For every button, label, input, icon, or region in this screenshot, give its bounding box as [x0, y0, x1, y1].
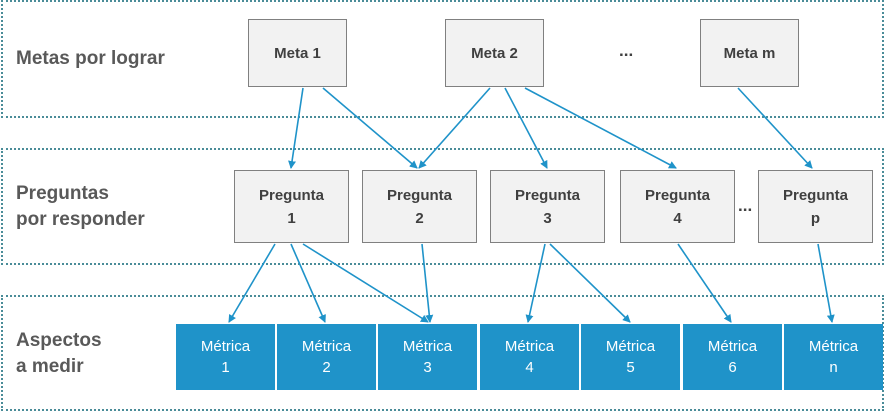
arrow-goal2-q2	[418, 87, 491, 169]
metric-box-6: Métrica 6	[683, 324, 782, 390]
band-label-metrics-line1: Aspectos	[16, 330, 102, 351]
goal-label: Meta 1	[274, 44, 321, 62]
metric-line1: Métrica	[402, 338, 453, 355]
band-label-metrics: Aspectos a medir	[16, 328, 102, 380]
question-box-3: Pregunta 3	[490, 170, 605, 243]
goal-box-m: Meta m	[700, 19, 799, 87]
question-box-4: Pregunta 4	[620, 170, 735, 243]
question-line2: 3	[543, 209, 552, 227]
metric-line2: 2	[322, 359, 331, 376]
arrow-qp-mn	[817, 243, 835, 323]
metric-box-4: Métrica 4	[480, 324, 579, 390]
metric-line2: 3	[423, 359, 432, 376]
arrow-goal2-q3	[504, 87, 548, 169]
band-label-questions-line2: por responder	[16, 209, 145, 230]
metric-line2: 1	[221, 359, 230, 376]
band-label-questions-line1: Preguntas	[16, 183, 109, 204]
arrow-q4-m6	[677, 243, 732, 323]
metric-box-5: Métrica 5	[581, 324, 680, 390]
band-metrics	[1, 295, 884, 411]
arrow-q1-m2	[290, 243, 326, 323]
band-questions	[1, 148, 884, 265]
question-line1: Pregunta	[644, 186, 710, 204]
metric-box-3: Métrica 3	[378, 324, 477, 390]
arrow-goal1-q2	[322, 87, 418, 169]
goals-ellipsis: ...	[619, 41, 634, 60]
arrow-goalm-qp	[737, 87, 813, 169]
question-box-1: Pregunta 1	[234, 170, 349, 243]
metric-box-2: Métrica 2	[277, 324, 376, 390]
question-line2: 4	[673, 209, 682, 227]
arrow-goal1-q1	[288, 87, 304, 169]
metric-line2: 6	[728, 359, 737, 376]
question-line2: 1	[287, 209, 296, 227]
arrow-q2-m3	[421, 243, 434, 323]
goal-box-1: Meta 1	[248, 19, 347, 87]
metric-line2: 5	[626, 359, 635, 376]
question-box-p: Pregunta p	[758, 170, 873, 243]
metric-line1: Métrica	[200, 338, 251, 355]
goal-label: Meta m	[723, 44, 776, 62]
question-line2: p	[810, 209, 821, 227]
arrow-q3-m5	[549, 243, 631, 323]
band-label-goals: Metas por lograr	[16, 46, 165, 72]
band-label-questions: Preguntas por responder	[16, 181, 145, 233]
question-line1: Pregunta	[258, 186, 324, 204]
question-box-2: Pregunta 2	[362, 170, 477, 243]
metric-line2: n	[829, 359, 838, 376]
arrow-q1-m3	[302, 243, 429, 323]
arrow-q1-m1	[228, 243, 276, 323]
band-label-metrics-line2: a medir	[16, 356, 84, 377]
metric-box-1: Métrica 1	[176, 324, 275, 390]
goal-box-2: Meta 2	[445, 19, 544, 87]
arrow-q3-m4	[525, 243, 546, 323]
question-line1: Pregunta	[386, 186, 452, 204]
questions-ellipsis: ...	[738, 196, 753, 215]
metric-line1: Métrica	[808, 338, 859, 355]
metric-line1: Métrica	[504, 338, 555, 355]
band-goals	[1, 0, 884, 118]
metric-box-n: Métrica n	[784, 324, 883, 390]
arrow-goal2-q4	[524, 87, 677, 169]
question-line2: 2	[415, 209, 424, 227]
metric-line2: 4	[525, 359, 534, 376]
metric-line1: Métrica	[707, 338, 758, 355]
question-line1: Pregunta	[514, 186, 580, 204]
goal-label: Meta 2	[471, 44, 518, 62]
metric-line1: Métrica	[605, 338, 656, 355]
metric-line1: Métrica	[301, 338, 352, 355]
band-label-goals-text: Metas por lograr	[16, 48, 165, 69]
question-line1: Pregunta	[782, 186, 848, 204]
